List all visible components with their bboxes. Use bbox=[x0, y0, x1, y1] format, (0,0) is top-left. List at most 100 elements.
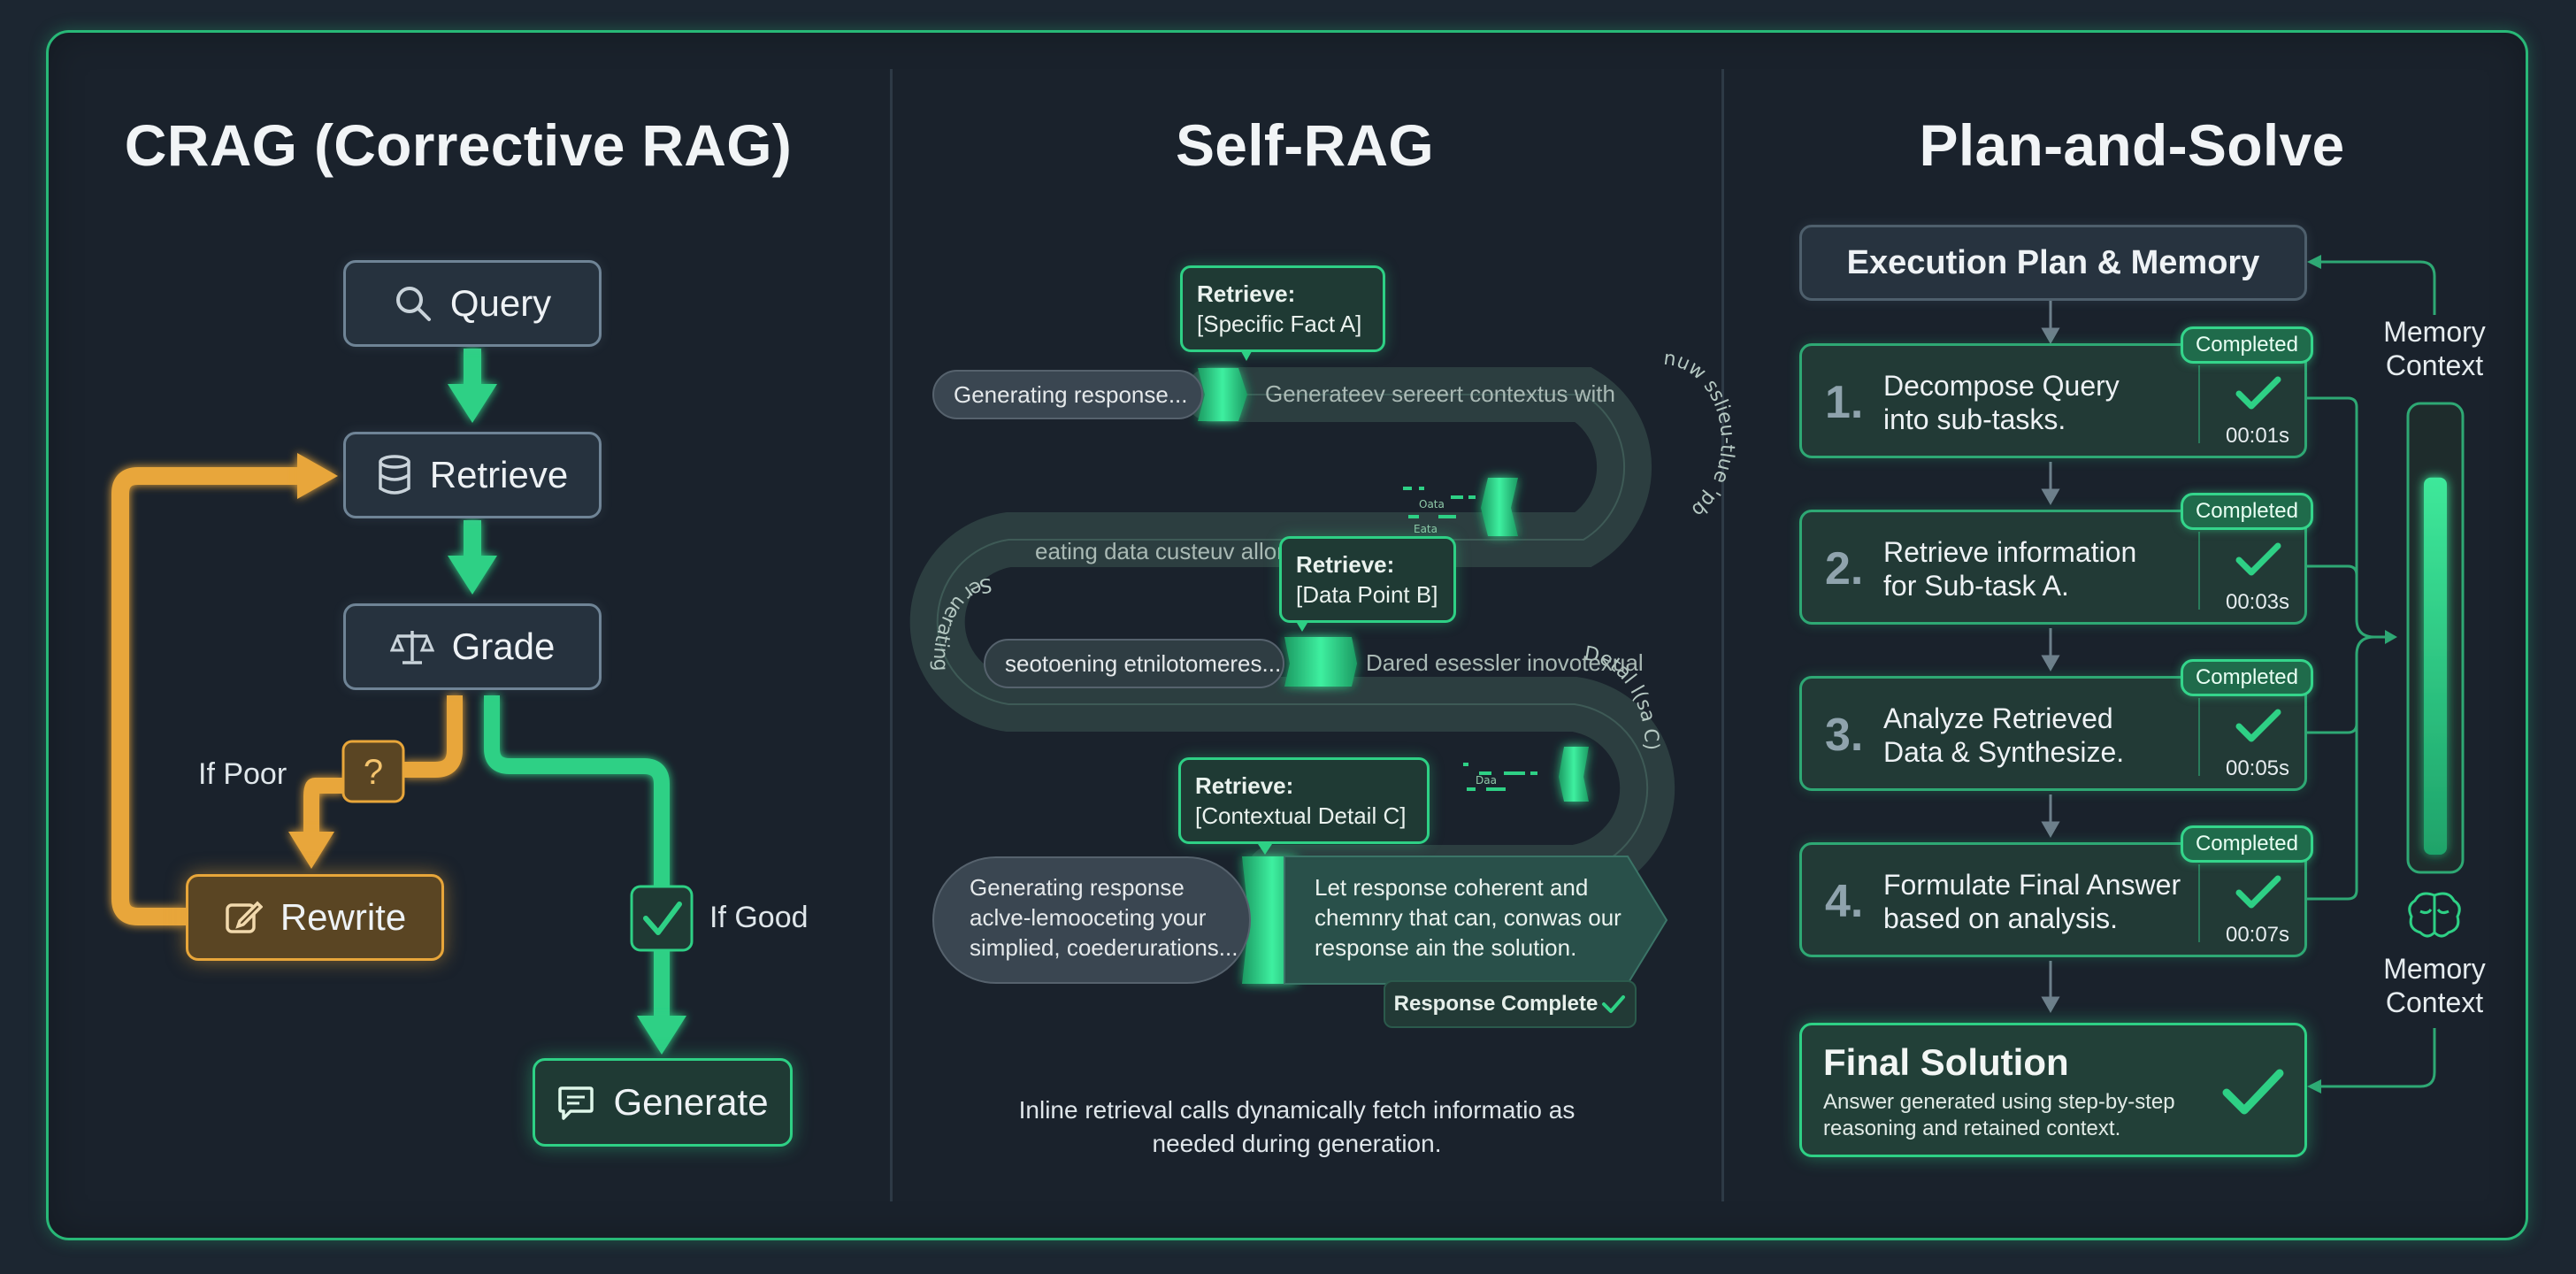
step-1-status-badge: Completed bbox=[2180, 326, 2313, 364]
memory-top-line-2: Context bbox=[2385, 349, 2484, 381]
loop-rewrite-to-retrieve bbox=[111, 467, 301, 925]
crag-title: CRAG (Corrective RAG) bbox=[124, 112, 793, 178]
question-box bbox=[341, 740, 405, 803]
memory-bar-fill bbox=[2424, 477, 2447, 855]
database-icon bbox=[379, 455, 410, 495]
memory-context-bottom-label: Memory Context bbox=[2346, 952, 2523, 1019]
step-4-number: 4. bbox=[1825, 876, 1864, 927]
generate-node[interactable]: Generate bbox=[533, 1058, 793, 1147]
panel-divider-2 bbox=[1721, 69, 1724, 1201]
memory-context-top-label: Memory Context bbox=[2346, 315, 2523, 382]
if-poor-label: If Poor bbox=[198, 757, 288, 791]
final-desc-line-2: reasoning and retained context. bbox=[1823, 1117, 2121, 1140]
arrow-query-retrieve-shaft bbox=[464, 349, 481, 386]
final-left-line-3: simplied, coederurations... bbox=[970, 934, 1238, 961]
retrieval-node-b bbox=[1481, 478, 1518, 536]
response-complete-badge: Response Complete bbox=[1384, 980, 1637, 1028]
step-3-line-1: Analyze Retrieved bbox=[1883, 702, 2113, 734]
search-icon bbox=[395, 287, 431, 321]
tiny-mark-1: Oata bbox=[1419, 498, 1445, 510]
retrieve-label: Retrieve bbox=[429, 454, 569, 495]
check-icon bbox=[2235, 709, 2281, 742]
caption-line-2: needed during generation. bbox=[1152, 1130, 1442, 1157]
caption-line-1: Inline retrieval calls dynamically fetch… bbox=[1018, 1096, 1576, 1124]
arrow-retrieve-grade-head bbox=[448, 556, 497, 595]
selfrag-caption: Inline retrieval calls dynamically fetch… bbox=[943, 1094, 1651, 1161]
step-3-time: 00:05s bbox=[2225, 756, 2290, 780]
step-4-line-1: Formulate Final Answer bbox=[1883, 869, 2181, 901]
final-left-text: Generating response aclve-lemooceting yo… bbox=[970, 872, 1238, 963]
retrieve-node[interactable]: Retrieve bbox=[343, 432, 602, 518]
step-2-status-badge: Completed bbox=[2180, 493, 2313, 530]
if-good-label: If Good bbox=[709, 901, 809, 934]
check-icon bbox=[643, 902, 682, 935]
final-right-line-2: chemnry that can, conwas our bbox=[1315, 904, 1622, 931]
rewrite-label: Rewrite bbox=[280, 896, 407, 938]
plan-title: Plan-and-Solve bbox=[1919, 112, 2345, 178]
step-3-separator bbox=[2198, 698, 2200, 776]
memory-top-line-1: Memory bbox=[2383, 316, 2486, 348]
step-3-line-2: Data & Synthesize. bbox=[1883, 736, 2125, 768]
final-solution-desc: Answer generated using step-by-step reas… bbox=[1823, 1089, 2175, 1142]
step-2-number: 2. bbox=[1825, 543, 1864, 595]
retrieval-node-d bbox=[1559, 747, 1589, 802]
response-complete-label: Response Complete bbox=[1393, 992, 1598, 1016]
final-solution-title: Final Solution bbox=[1823, 1041, 2069, 1083]
brain-icon bbox=[2408, 892, 2461, 938]
callout-c-detail: [Contextual Detail C] bbox=[1195, 802, 1407, 829]
path-grade-to-rewrite bbox=[403, 695, 463, 778]
grade-label: Grade bbox=[451, 625, 556, 667]
check-icon bbox=[2222, 1069, 2284, 1115]
check-icon bbox=[1602, 995, 1626, 1013]
arrow-query-retrieve-head bbox=[448, 384, 497, 423]
row3-ghost: Dared esessler inovotexual bbox=[1366, 649, 1644, 676]
callout-b-detail: [Data Point B] bbox=[1296, 581, 1438, 608]
check-icon bbox=[2235, 376, 2281, 410]
step-1-time: 00:01s bbox=[2225, 424, 2290, 448]
step-2-line-1: Retrieve information bbox=[1883, 536, 2137, 568]
step-3-status-badge: Completed bbox=[2180, 659, 2313, 696]
rewrite-node[interactable]: Rewrite bbox=[186, 874, 444, 961]
step-2-time: 00:03s bbox=[2225, 590, 2290, 614]
step-4-status-badge: Completed bbox=[2180, 825, 2313, 863]
generate-label: Generate bbox=[613, 1081, 769, 1123]
step-4-time: 00:07s bbox=[2225, 923, 2290, 947]
row2-ghost: eating data custeuv allores... bbox=[1035, 538, 1328, 564]
final-right-line-3: response ain the solution. bbox=[1315, 934, 1577, 961]
tiny-mark-3: Daa bbox=[1476, 774, 1497, 787]
final-response-arrow bbox=[1284, 856, 1668, 985]
good-check-box bbox=[630, 885, 694, 952]
rewrite-arrowhead bbox=[288, 832, 334, 869]
query-node[interactable]: Query bbox=[343, 260, 602, 347]
step-1-separator bbox=[2198, 365, 2200, 443]
plan-header: Execution Plan & Memory bbox=[1799, 225, 2307, 301]
final-left-line-1: Generating response bbox=[970, 874, 1184, 901]
callout-a-title: Retrieve: bbox=[1197, 280, 1296, 307]
loop-arrowhead bbox=[297, 453, 338, 499]
final-left-pill bbox=[932, 856, 1251, 984]
final-desc-line-1: Answer generated using step-by-step bbox=[1823, 1090, 2175, 1114]
callout-b-title: Retrieve: bbox=[1296, 551, 1395, 578]
retrieve-callout-c: Retrieve: [Contextual Detail C] bbox=[1178, 757, 1430, 844]
memory-bottom-line-1: Memory bbox=[2383, 953, 2486, 985]
scale-icon bbox=[389, 631, 434, 664]
callout-a-detail: [Specific Fact A] bbox=[1197, 311, 1362, 337]
retrieve-callout-b: Retrieve: [Data Point B] bbox=[1279, 536, 1456, 623]
step-2-separator bbox=[2198, 532, 2200, 610]
arrow-retrieve-grade-shaft bbox=[464, 520, 481, 557]
panel-divider-1 bbox=[890, 69, 893, 1201]
step-3-number: 3. bbox=[1825, 710, 1864, 761]
chat-icon bbox=[558, 1086, 594, 1120]
path-grade-to-generate bbox=[484, 695, 670, 1017]
grade-node[interactable]: Grade bbox=[343, 603, 602, 690]
row3-pill: seotoening etnilotomeres... bbox=[984, 639, 1284, 688]
plan-header-label: Execution Plan & Memory bbox=[1846, 243, 2260, 281]
final-right-line-1: Let response coherent and bbox=[1315, 874, 1589, 901]
